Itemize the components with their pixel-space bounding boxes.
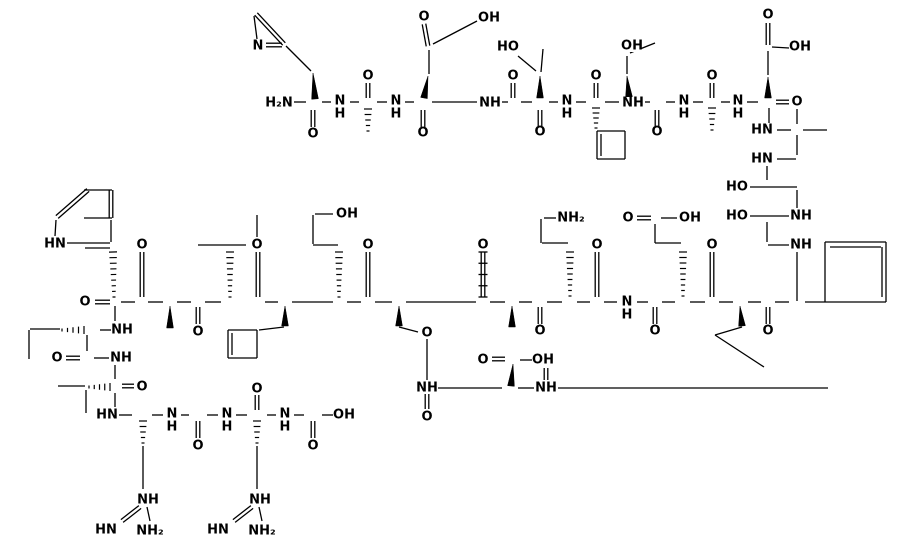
svg-text:NH: NH [790, 238, 812, 253]
svg-text:O: O [762, 8, 773, 23]
svg-text:H: H [622, 308, 633, 323]
svg-text:O: O [421, 326, 432, 341]
svg-text:O: O [307, 127, 318, 142]
svg-text:NH: NH [535, 381, 557, 396]
svg-text:O: O [421, 410, 432, 425]
svg-text:HN: HN [95, 523, 117, 538]
svg-text:O: O [706, 69, 717, 84]
svg-text:H: H [280, 420, 291, 435]
svg-text:NH₂: NH₂ [557, 211, 584, 226]
svg-text:HN: HN [44, 237, 66, 252]
svg-text:O: O [251, 238, 262, 253]
svg-text:NH: NH [622, 96, 644, 111]
svg-text:H: H [733, 107, 744, 122]
svg-text:O: O [417, 126, 428, 141]
svg-text:O: O [534, 125, 545, 140]
svg-text:OH: OH [532, 353, 554, 368]
svg-text:N: N [167, 407, 178, 422]
svg-text:OH: OH [336, 207, 358, 222]
svg-text:N: N [253, 39, 264, 54]
svg-text:N: N [679, 94, 690, 109]
svg-text:NH: NH [790, 209, 812, 224]
svg-text:NH: NH [137, 493, 159, 508]
svg-text:NH₂: NH₂ [136, 524, 163, 539]
svg-text:OH: OH [333, 408, 355, 423]
svg-text:HN: HN [751, 123, 773, 138]
svg-text:O: O [192, 325, 203, 340]
svg-text:H: H [679, 107, 690, 122]
svg-text:HO: HO [497, 40, 519, 55]
svg-text:O: O [51, 351, 62, 366]
svg-text:O: O [622, 211, 633, 226]
svg-text:HN: HN [207, 523, 229, 538]
svg-text:H₂N: H₂N [265, 96, 292, 111]
svg-text:O: O [651, 125, 662, 140]
svg-text:N: N [391, 94, 402, 109]
svg-text:O: O [762, 324, 773, 339]
svg-text:O: O [477, 353, 488, 368]
svg-text:NH: NH [479, 96, 501, 111]
svg-text:O: O [507, 69, 518, 84]
svg-text:O: O [79, 295, 90, 310]
svg-text:OH: OH [789, 40, 811, 55]
svg-text:HN: HN [751, 152, 773, 167]
svg-text:H: H [335, 107, 346, 122]
svg-text:HO: HO [726, 209, 748, 224]
svg-text:O: O [362, 69, 373, 84]
svg-text:O: O [307, 439, 318, 454]
svg-text:N: N [562, 94, 573, 109]
svg-text:OH: OH [679, 211, 701, 226]
svg-text:N: N [335, 94, 346, 109]
svg-text:O: O [591, 238, 602, 253]
svg-text:O: O [590, 69, 601, 84]
svg-text:OH: OH [621, 39, 643, 54]
svg-text:O: O [649, 324, 660, 339]
svg-text:HO: HO [726, 180, 748, 195]
svg-text:H: H [562, 107, 573, 122]
svg-text:O: O [418, 10, 429, 25]
svg-text:O: O [136, 380, 147, 395]
svg-text:H: H [167, 420, 178, 435]
svg-text:NH: NH [110, 351, 132, 366]
svg-text:OH: OH [478, 11, 500, 26]
svg-text:NH: NH [111, 323, 133, 338]
svg-text:H: H [391, 107, 402, 122]
svg-text:O: O [706, 238, 717, 253]
svg-text:NH: NH [249, 493, 271, 508]
svg-text:H: H [222, 420, 233, 435]
svg-text:O: O [534, 324, 545, 339]
svg-text:HN: HN [96, 408, 118, 423]
svg-text:O: O [477, 238, 488, 253]
svg-text:N: N [222, 407, 233, 422]
svg-text:O: O [362, 238, 373, 253]
svg-text:N: N [733, 94, 744, 109]
svg-text:NH: NH [416, 381, 438, 396]
svg-text:O: O [791, 95, 802, 110]
svg-text:O: O [251, 382, 262, 397]
svg-text:O: O [192, 439, 203, 454]
svg-text:N: N [280, 407, 291, 422]
svg-text:N: N [622, 295, 633, 310]
svg-text:NH₂: NH₂ [248, 524, 275, 539]
svg-text:O: O [136, 238, 147, 253]
